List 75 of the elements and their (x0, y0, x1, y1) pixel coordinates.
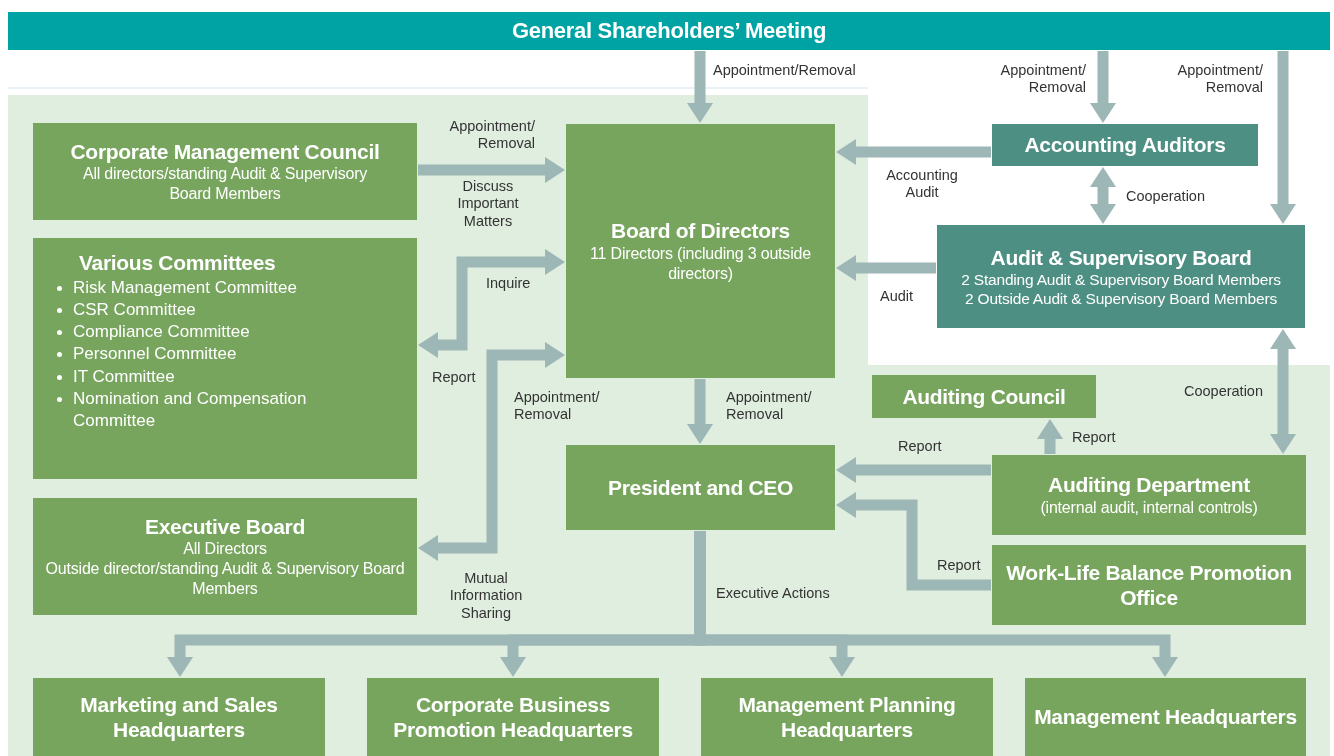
edge-label: Appointment/ Removal (726, 389, 813, 424)
org-box (937, 225, 1305, 328)
box-title: Board of Directors (611, 218, 790, 244)
box-text: 2 Standing Audit & Supervisory Board Members (961, 269, 1281, 290)
org-box (992, 124, 1258, 166)
org-box (566, 445, 835, 530)
arrow (687, 51, 713, 123)
org-box (33, 238, 417, 479)
list-item: Personnel Committee (57, 343, 237, 366)
box-title: Corporate Business Promotion Headquarters (392, 691, 634, 743)
arrow (418, 249, 565, 358)
arrow (1270, 329, 1296, 454)
box-text: 11 Directors (including 3 outside directors) (589, 243, 812, 284)
arrow (836, 492, 991, 591)
edge-label: Report (1072, 429, 1116, 447)
box-title: Work-Life Balance Promotion Office (1005, 559, 1293, 611)
arrow (418, 157, 565, 183)
annotation-text: Appointment/ Removal (514, 389, 601, 424)
box-title: Executive Board (144, 513, 306, 540)
edge-label: Report (898, 438, 942, 456)
edge-label: Report (937, 557, 981, 575)
arrow (1270, 51, 1296, 224)
edge-label: Executive Actions (716, 585, 830, 603)
box-title: Audit & Supervisory Board (990, 244, 1252, 270)
box-text: All directors/standing Audit & Supervisory Board Members (81, 164, 369, 205)
box-title: Corporate Management Council (70, 138, 380, 165)
org-box (701, 678, 993, 756)
edge-label: Inquire (486, 275, 531, 293)
arrow (1090, 167, 1116, 224)
org-box (367, 678, 659, 756)
annotation-text: Discuss Important Matters (456, 178, 520, 231)
list-item: CSR Committee (57, 299, 196, 322)
arrow (687, 379, 713, 444)
edge-label: Appointment/ Removal (999, 62, 1086, 97)
edge-label: Appointment/Removal (713, 62, 856, 80)
arrow (1090, 51, 1116, 123)
list-item: Compliance Committee (57, 321, 250, 344)
edge-label: Cooperation (1126, 188, 1205, 206)
org-box (992, 545, 1306, 625)
arrow (1037, 419, 1063, 454)
box-title: Accounting Auditors (1024, 132, 1226, 158)
arrow (836, 139, 991, 165)
org-box (992, 455, 1306, 535)
arrow (836, 255, 936, 281)
org-box (1025, 678, 1306, 756)
arrow (836, 457, 991, 483)
box-text: All Directors (183, 539, 267, 560)
box-text: (internal audit, internal controls) (1040, 497, 1258, 518)
org-box (566, 124, 835, 378)
box-title: Management Planning Headquarters (737, 691, 957, 743)
list-item: Nomination and Compensation Committee (57, 387, 363, 432)
edge-label: Appointment/ Removal (1176, 62, 1263, 97)
org-box (33, 498, 417, 615)
org-box (8, 12, 1330, 50)
org-box (33, 123, 417, 220)
edge-label: Accounting Audit (885, 167, 959, 202)
box-title: President and CEO (607, 474, 794, 501)
box-title: Marketing and Sales Headquarters (79, 691, 279, 743)
list-item: IT Committee (57, 365, 175, 388)
arrow (418, 342, 565, 561)
box-title: Various Committees (79, 250, 276, 276)
edge-label: Appointment/ Removal (448, 118, 535, 153)
box-text: 2 Outside Audit & Supervisory Board Members (965, 289, 1277, 309)
box-title: Auditing Council (902, 383, 1066, 410)
box-title: Management Headquarters (1034, 704, 1297, 730)
box-title: Auditing Department (1048, 472, 1250, 498)
edge-label: Cooperation (1184, 383, 1263, 401)
annotation-text: Report (432, 369, 476, 387)
org-box (872, 375, 1096, 418)
edge-label: Audit (880, 288, 914, 306)
edge-label: Mutual Information Sharing (448, 570, 524, 623)
box-text: Outside director/standing Audit & Supervisory Board Members (44, 559, 406, 600)
box-title: General Shareholders’ Meeting (511, 17, 827, 45)
org-box (33, 678, 325, 756)
list-item: Risk Management Committee (57, 277, 297, 300)
